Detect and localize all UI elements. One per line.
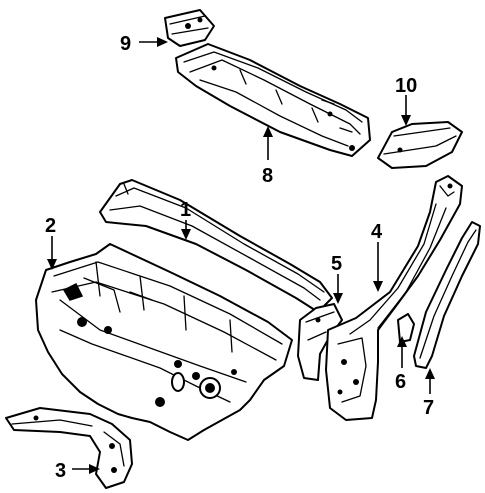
callout-labels: 9 8 10 1 2 3 4 5 6 7 [45, 33, 434, 482]
part-1-upper-cowl [99, 179, 333, 313]
part-8-cowl-top-panel [175, 43, 371, 157]
callout-1: 1 [180, 199, 191, 221]
callout-9: 9 [120, 33, 131, 55]
callout-8: 8 [262, 165, 273, 187]
callout-3: 3 [55, 460, 66, 482]
callout-2: 2 [45, 215, 56, 237]
callout-10: 10 [395, 75, 417, 97]
callout-leaders [47, 37, 435, 474]
part-6-filler [397, 313, 415, 343]
callout-4: 4 [371, 221, 383, 243]
callout-6: 6 [395, 371, 406, 393]
part-7-pillar-reinforcement [413, 221, 481, 369]
part-5-bracket [297, 303, 343, 381]
callout-5: 5 [331, 253, 342, 275]
callout-7: 7 [423, 397, 434, 419]
part-9-bracket [164, 9, 215, 47]
part-2-dash-panel [35, 243, 293, 441]
part-10-cowl-side-panel [377, 121, 463, 169]
part-4-hinge-pillar [325, 175, 463, 421]
part-3-bracket [5, 407, 133, 489]
